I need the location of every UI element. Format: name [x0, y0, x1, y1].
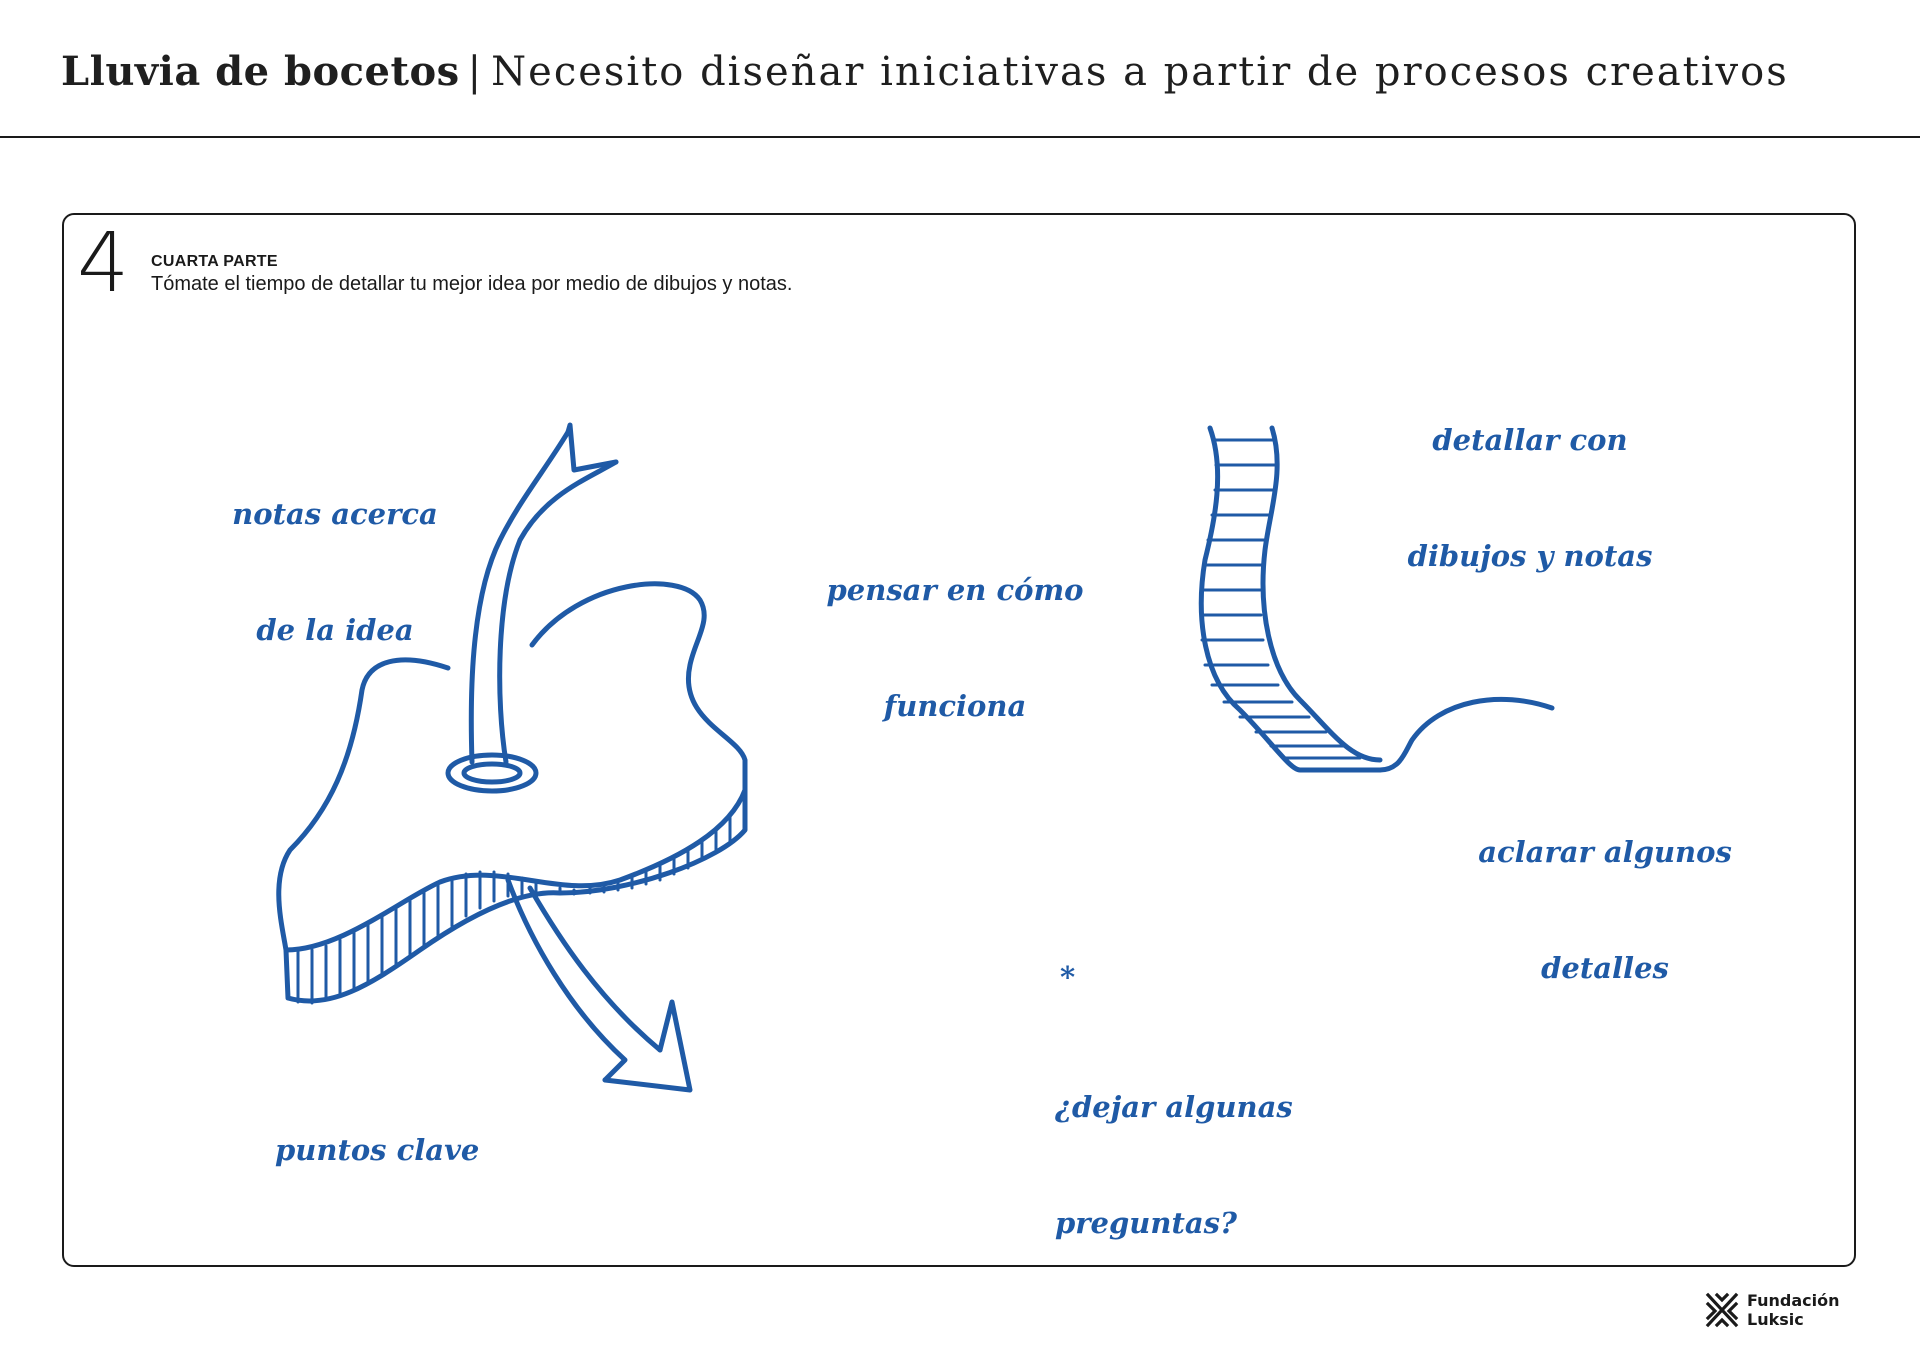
ribbon-right-edge — [1260, 425, 1383, 763]
note-detallar: detallar con dibujos y notas — [1407, 423, 1653, 573]
ribbon-tail — [1377, 696, 1555, 773]
arrow-out-shaft-right — [527, 885, 663, 1053]
title-strong: Lluvia de bocetos — [61, 48, 460, 95]
note-asterisk: * — [1060, 960, 1076, 994]
logo-line-2: Luksic — [1747, 1310, 1804, 1329]
blob-top-outline — [276, 657, 451, 953]
note-pensar-funciona: pensar en cómo funciona — [826, 573, 1084, 723]
ribbon-hatching — [1199, 438, 1362, 760]
arrow-out-shaft-left — [505, 877, 628, 1083]
blob-hatching — [296, 814, 732, 1005]
step-label: CUARTA PARTE — [151, 253, 278, 270]
arrow-in-shaft-right — [497, 459, 619, 765]
logo-text: Fundación Luksic — [1747, 1291, 1840, 1329]
arrow-in-shaft-left — [468, 429, 571, 765]
note-puntos-clave: puntos clave — [275, 1133, 480, 1167]
fundacion-logo: Fundación Luksic — [1705, 1288, 1865, 1332]
note-notas-idea: notas acerca de la idea — [232, 497, 438, 647]
note-aclarar: aclarar algunos detalles — [1478, 835, 1732, 985]
page-header: Lluvia de bocetos|Necesito diseñar inici… — [0, 0, 1920, 138]
stem-ring-outer — [445, 752, 539, 794]
blob-top-right-outline — [529, 581, 748, 793]
step-description: Tómate el tiempo de detallar tu mejor id… — [151, 273, 793, 295]
activity-card: 4 CUARTA PARTE Tómate el tiempo de detal… — [62, 213, 1856, 1267]
arrow-in-head — [565, 422, 619, 473]
page-title: Lluvia de bocetos|Necesito diseñar inici… — [61, 48, 1789, 95]
step-number: 4 — [77, 216, 130, 311]
arrow-out-head — [602, 999, 693, 1093]
title-separator: | — [467, 49, 484, 95]
note-dejar-preguntas: ¿dejar algunas preguntas? — [1055, 1090, 1293, 1240]
title-rest: Necesito diseñar iniciativas a partir de… — [491, 49, 1789, 95]
logo-x-icon — [1705, 1292, 1739, 1328]
ribbon-left-edge — [1198, 425, 1383, 773]
stem-ring-inner — [461, 761, 523, 785]
logo-line-1: Fundación — [1747, 1291, 1840, 1310]
